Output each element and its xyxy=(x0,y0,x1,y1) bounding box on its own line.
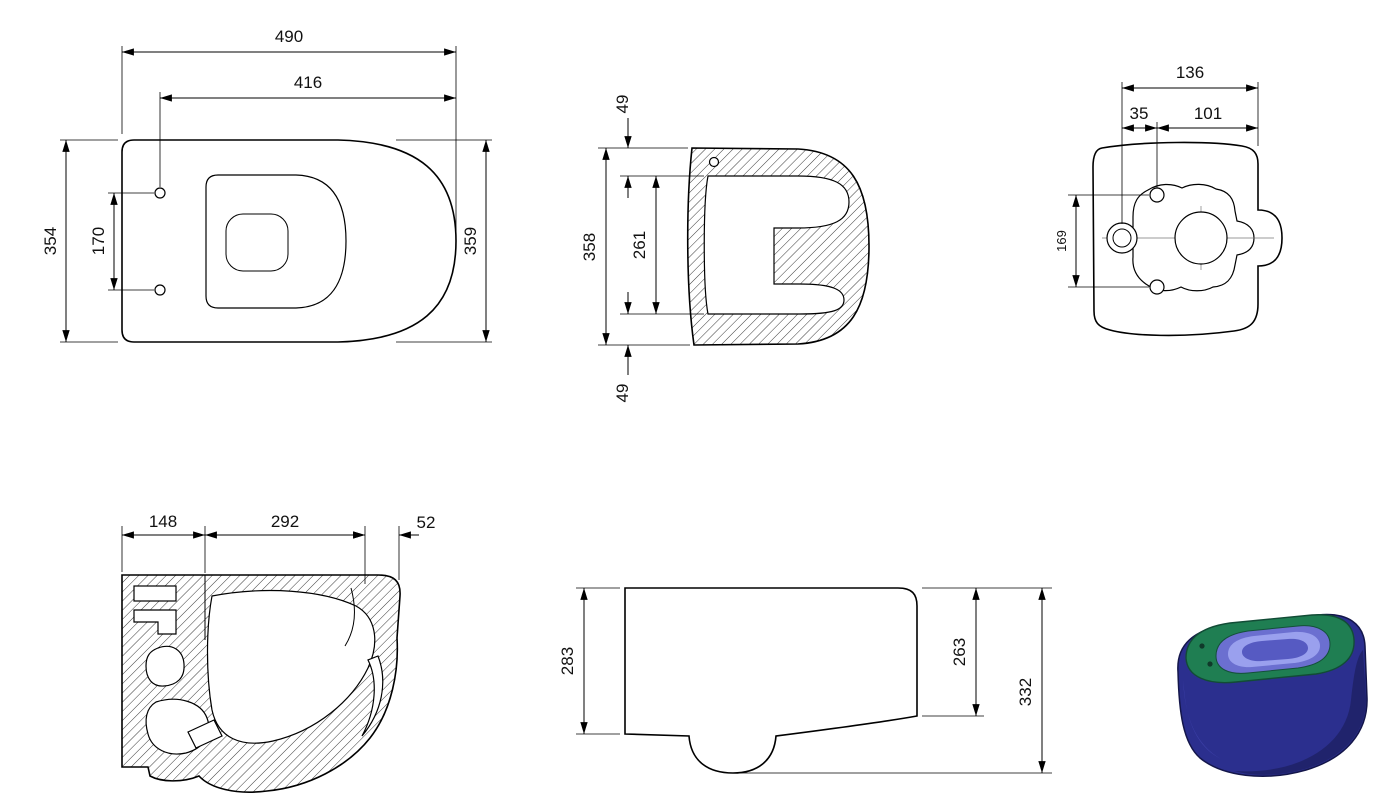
dim-label-hole-spacing: 170 xyxy=(89,227,108,255)
elevation-outline xyxy=(624,587,918,774)
dim-label-width-top: 136 xyxy=(1176,63,1204,82)
dimension-height-front: 283 xyxy=(560,587,620,735)
dimension-height-total: 332 xyxy=(738,588,1052,774)
dimension-bowl-length: 416 xyxy=(159,73,456,187)
dim-label-depth-bowl: 292 xyxy=(271,512,299,531)
render-3d-view xyxy=(1177,613,1368,777)
dim-label-wall-bottom: 49 xyxy=(613,384,632,403)
front-section-view: 358 261 49 49 xyxy=(580,95,870,402)
dim-label-hole-spacing-rear: 169 xyxy=(1054,230,1069,252)
side-elevation-view: 283 263 332 xyxy=(560,587,1052,774)
dimension-wall-bottom: 49 xyxy=(613,292,632,402)
dimension-hole-spacing: 170 xyxy=(89,192,154,291)
frame-cutout-lower xyxy=(133,609,177,635)
seat-hinge-hole-bottom xyxy=(154,284,166,296)
frame-cutout-upper xyxy=(133,585,177,602)
dim-label-width-back: 354 xyxy=(41,227,60,255)
rim-inner-edge xyxy=(344,587,355,647)
inlet-channel xyxy=(145,645,185,687)
plan-view: 490 416 354 170 359 xyxy=(41,27,492,343)
inlet-hole-inner xyxy=(1112,228,1132,248)
dim-label-depth-front: 52 xyxy=(417,513,436,532)
fixing-hole-bottom xyxy=(1149,279,1165,295)
under-rim-gap xyxy=(361,655,384,737)
water-surface-outline xyxy=(225,213,289,272)
dim-label-height-total: 332 xyxy=(1016,678,1035,706)
inlet-hole-outer xyxy=(1106,222,1138,254)
dim-label-depth-back: 148 xyxy=(149,512,177,531)
dim-label-bowl-length: 416 xyxy=(294,73,322,92)
dimension-depths: 148 292 52 xyxy=(121,512,436,584)
dimension-hole-spacing-rear: 169 xyxy=(1054,194,1149,288)
dim-label-wall-top: 49 xyxy=(613,95,632,114)
section-inner-cavity xyxy=(703,175,850,315)
rear-view: 136 35 101 169 xyxy=(1054,63,1283,337)
outlet-hole xyxy=(1174,211,1228,265)
dimension-width-front: 359 xyxy=(396,139,492,343)
dimension-offsets: 35 101 xyxy=(1122,104,1258,188)
rim-screw-hole xyxy=(708,156,720,168)
dim-label-height-back: 263 xyxy=(950,638,969,666)
trap-link-channel xyxy=(187,719,223,749)
dim-label-height-inner: 261 xyxy=(630,231,649,259)
dim-label-offset-left: 35 xyxy=(1130,104,1149,123)
dimension-total-length: 490 xyxy=(121,27,457,232)
dim-label-offset-right: 101 xyxy=(1194,104,1222,123)
dim-label-total-length: 490 xyxy=(275,27,303,46)
dimension-width-top: 136 xyxy=(1121,63,1259,224)
render-body-highlight xyxy=(1183,680,1221,759)
bowl-cavity xyxy=(206,589,376,744)
fixing-hole-top xyxy=(1149,187,1165,203)
dimension-height-total: 358 xyxy=(580,147,690,346)
dimension-height-back: 263 xyxy=(922,587,1052,717)
seat-hinge-hole-top xyxy=(154,187,166,199)
seat-opening-outline xyxy=(205,174,347,309)
dim-label-height-total: 358 xyxy=(580,233,599,261)
side-section-view: 148 292 52 xyxy=(121,512,436,793)
render-fixing-dot-bottom xyxy=(1207,661,1213,667)
dimension-wall-top: 49 xyxy=(613,95,632,198)
render-bowl-depth xyxy=(1242,638,1308,662)
dimension-height-inner: 261 xyxy=(620,175,704,315)
render-body-shadow xyxy=(1234,650,1367,775)
dimension-width-back: 354 xyxy=(41,139,118,343)
render-fixing-dot-top xyxy=(1199,643,1205,649)
dim-label-width-front: 359 xyxy=(461,227,480,255)
dim-label-height-front: 283 xyxy=(560,647,577,675)
